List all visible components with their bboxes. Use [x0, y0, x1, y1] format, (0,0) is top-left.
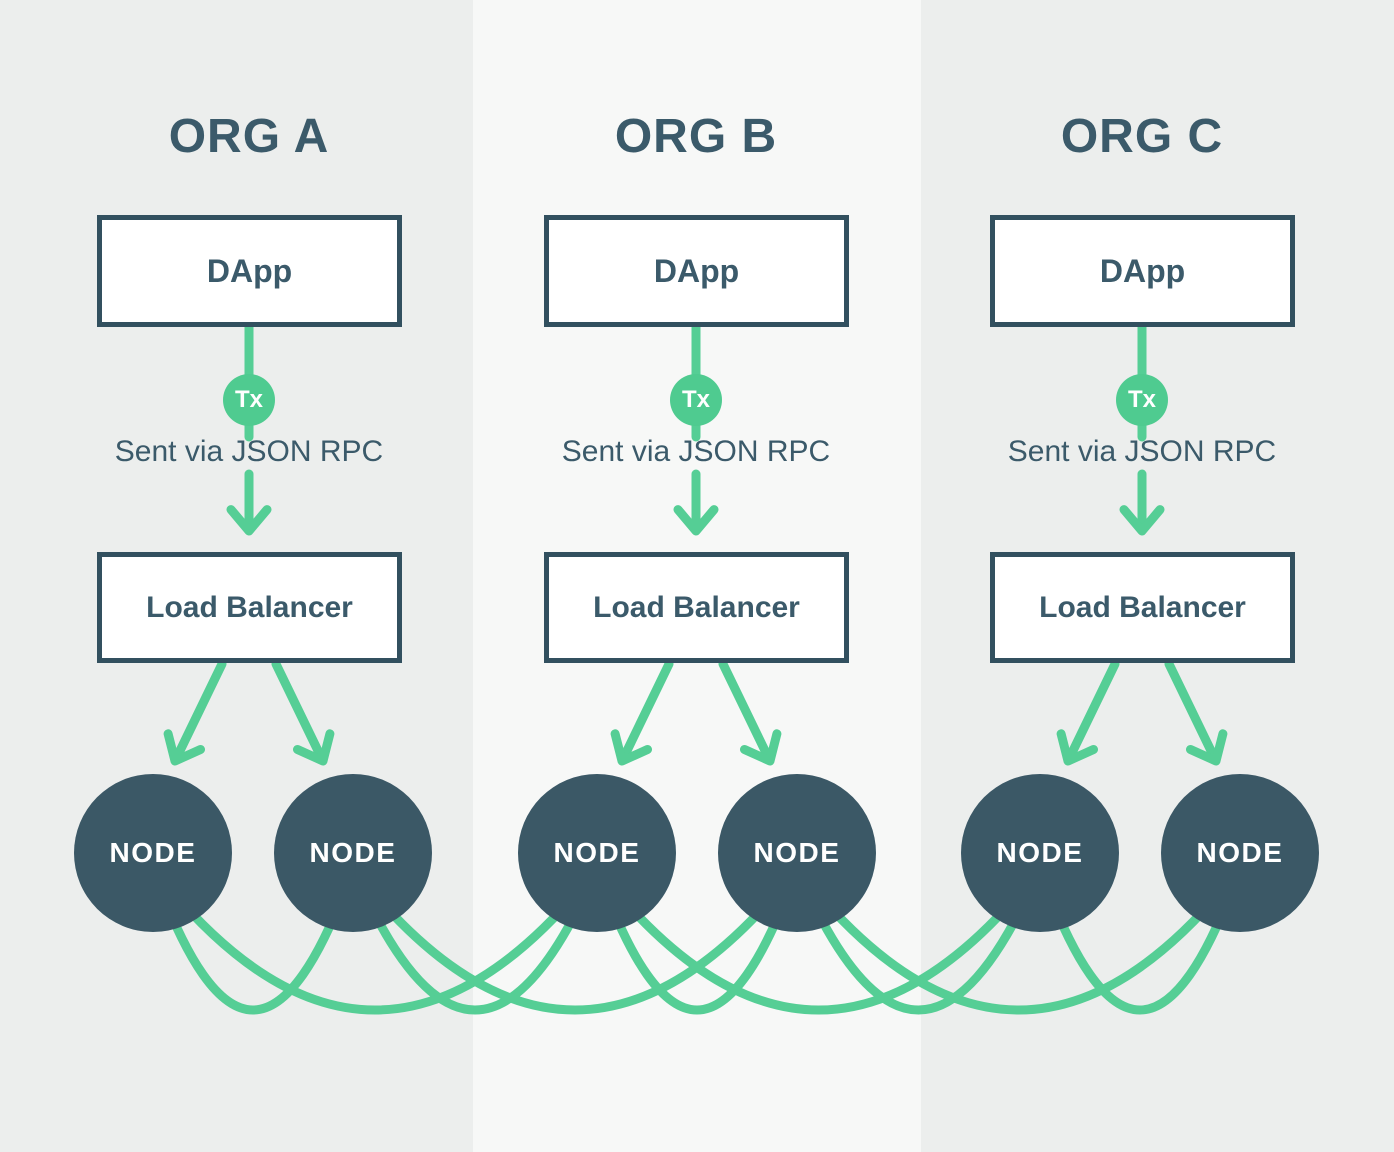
org-b-tx-badge: Tx	[670, 374, 722, 426]
org-c-title: ORG C	[1060, 110, 1224, 163]
mesh-arc-node1-node2	[148, 863, 358, 1015]
json-rpc-arrowhead-icon	[1119, 505, 1165, 536]
lb-right-arrow-shaft	[1164, 659, 1220, 764]
json-rpc-arrowhead-icon	[673, 505, 719, 536]
lb-left-arrow-shaft	[1064, 659, 1120, 764]
org-b-tx-flow	[610, 322, 782, 766]
org-a-dapp-box: DApp	[97, 215, 402, 327]
load-balancer-label: Load Balancer	[1039, 590, 1246, 624]
tx-badge-label: Tx	[234, 386, 263, 413]
dapp-label: DApp	[653, 252, 740, 289]
node-label: NODE	[1196, 837, 1284, 868]
node-label: NODE	[753, 837, 841, 868]
tx-badge-label: Tx	[1127, 386, 1156, 413]
org-c-node-1: NODE	[961, 774, 1119, 932]
org-a-tx-badge: Tx	[223, 374, 275, 426]
mesh-arc-node4-node5	[792, 863, 1045, 1015]
dapp-label: DApp	[206, 252, 293, 289]
org-b-dapp-box: DApp	[544, 215, 849, 327]
load-balancer-label: Load Balancer	[593, 590, 800, 624]
org-a-title: ORG A	[168, 110, 330, 163]
mesh-arc-node5-node6	[1035, 863, 1245, 1015]
org-b-rpc-caption: Sent via JSON RPC	[561, 435, 831, 468]
mesh-arc-node4-node6	[792, 863, 1245, 1015]
mesh-arc-node1-node3	[148, 863, 602, 1015]
org-b-node-2: NODE	[718, 774, 876, 932]
lb-right-arrowhead-icon	[293, 729, 335, 766]
p2p-mesh-links	[148, 863, 1245, 1015]
org-a-node-1: NODE	[74, 774, 232, 932]
json-rpc-arrowhead-icon	[226, 505, 272, 536]
tx-badge-label: Tx	[681, 386, 710, 413]
node-label: NODE	[996, 837, 1084, 868]
org-c-node-2: NODE	[1161, 774, 1319, 932]
org-c-rpc-caption: Sent via JSON RPC	[1007, 435, 1277, 468]
lb-left-arrowhead-icon	[610, 729, 652, 766]
node-label: NODE	[309, 837, 397, 868]
org-c-tx-badge: Tx	[1116, 374, 1168, 426]
org-c-dapp-box: DApp	[990, 215, 1295, 327]
lb-left-arrow-shaft	[171, 659, 227, 764]
org-b-node-1: NODE	[518, 774, 676, 932]
lb-left-arrowhead-icon	[163, 729, 205, 766]
org-a-load-balancer-box: Load Balancer	[97, 552, 402, 663]
org-b-title: ORG B	[614, 110, 778, 163]
node-label: NODE	[109, 837, 197, 868]
lb-right-arrow-shaft	[718, 659, 774, 764]
load-balancer-label: Load Balancer	[146, 590, 353, 624]
org-c-load-balancer-box: Load Balancer	[990, 552, 1295, 663]
mesh-arc-node3-node5	[592, 863, 1045, 1015]
node-label: NODE	[553, 837, 641, 868]
lb-left-arrowhead-icon	[1056, 729, 1098, 766]
mesh-arc-node3-node4	[592, 863, 802, 1015]
org-a-tx-flow	[163, 322, 335, 766]
lb-right-arrowhead-icon	[1186, 729, 1228, 766]
lb-left-arrow-shaft	[618, 659, 674, 764]
org-a-node-2: NODE	[274, 774, 432, 932]
org-a-rpc-caption: Sent via JSON RPC	[114, 435, 384, 468]
lb-right-arrow-shaft	[271, 659, 327, 764]
org-b-load-balancer-box: Load Balancer	[544, 552, 849, 663]
mesh-arc-node2-node4	[348, 863, 802, 1015]
dapp-label: DApp	[1099, 252, 1186, 289]
mesh-arc-node2-node3	[348, 863, 602, 1015]
lb-right-arrowhead-icon	[740, 729, 782, 766]
